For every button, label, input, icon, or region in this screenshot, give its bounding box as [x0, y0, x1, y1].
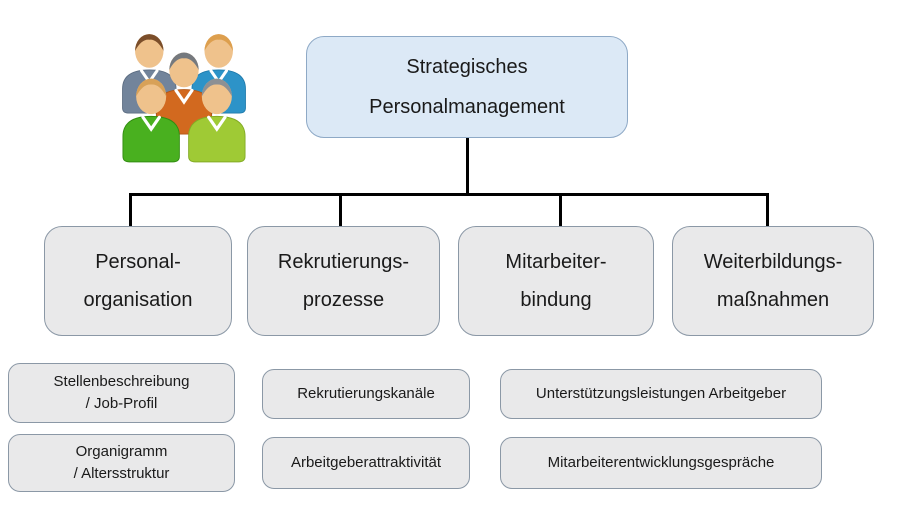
branch-box-personalorganisation: Personal- organisation [44, 226, 232, 336]
branch-box-line: bindung [520, 289, 592, 311]
sub-box-line: Arbeitgeberattraktivität [290, 454, 442, 471]
branch-box-line: Rekrutierungs- [277, 251, 410, 273]
sub-box-line: Mitarbeiterentwicklungsgespräche [547, 454, 775, 471]
branch-box-line: Mitarbeiter- [505, 251, 607, 273]
root-box-strategisches-personalmanagement: Strategisches Personalmanagement [306, 36, 628, 138]
connector-drop-1 [129, 193, 132, 227]
branch-box-line: prozesse [302, 289, 385, 311]
sub-box-line: Rekrutierungskanäle [297, 385, 435, 402]
sub-box-unterstuetzungsleistungen: Unterstützungsleistungen Arbeitgeber [500, 369, 822, 419]
branch-box-mitarbeiterbindung: Mitarbeiter- bindung [458, 226, 654, 336]
sub-box-organigramm: Organigramm / Altersstruktur [8, 434, 235, 492]
sub-box-stellenbeschreibung: Stellenbeschreibung / Job-Profil [8, 363, 235, 423]
root-box-line2: Personalmanagement [369, 96, 565, 118]
branch-box-rekrutierungsprozesse: Rekrutierungs- prozesse [247, 226, 440, 336]
sub-box-line: Stellenbeschreibung [53, 373, 190, 390]
sub-box-mitarbeiterentwicklungsgespraeche: Mitarbeiterentwicklungsgespräche [500, 437, 822, 489]
sub-box-rekrutierungskanaele: Rekrutierungskanäle [262, 369, 470, 419]
root-box-line1: Strategisches [406, 56, 528, 78]
connector-bar [129, 193, 769, 196]
branch-box-weiterbildungsmassnahmen: Weiterbildungs- maßnahmen [672, 226, 874, 336]
sub-box-line: / Altersstruktur [73, 465, 170, 482]
sub-box-line: / Job-Profil [85, 395, 158, 412]
connector-drop-3 [559, 193, 562, 227]
branch-box-line: Weiterbildungs- [703, 251, 843, 273]
branch-box-line: Personal- [95, 251, 181, 273]
branch-box-line: organisation [83, 289, 193, 311]
sub-box-arbeitgeberattraktivitaet: Arbeitgeberattraktivität [262, 437, 470, 489]
branch-box-line: maßnahmen [716, 289, 830, 311]
connector-drop-2 [339, 193, 342, 227]
connector-drop-4 [766, 193, 769, 227]
connector-stem [466, 138, 469, 195]
sub-box-line: Organigramm [75, 443, 168, 460]
sub-box-line: Unterstützungsleistungen Arbeitgeber [535, 385, 787, 402]
people-group-icon [122, 34, 246, 163]
